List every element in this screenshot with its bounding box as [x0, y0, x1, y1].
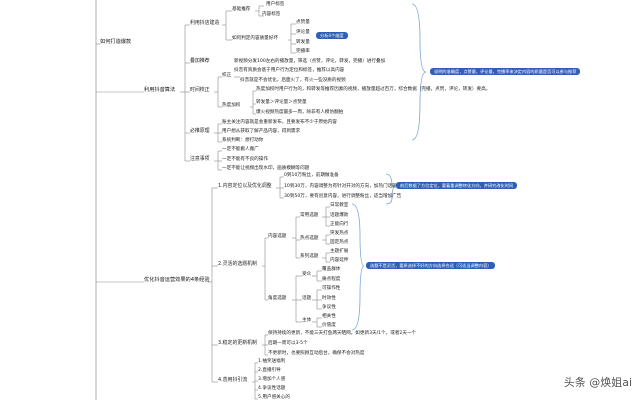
connector-line	[351, 203, 365, 331]
node-hot-2: 固定热点	[330, 240, 349, 245]
node-topic-angle: 话题	[302, 296, 312, 301]
node-root-bestseller: 如何打造爆款	[100, 39, 132, 45]
node-section-3-a: 保持持续的更新，不能三天打鱼两天晒网。如更新3天/1个，或者2天一个	[268, 331, 417, 336]
node-audience-2: 痛点程度	[322, 277, 341, 282]
node-quality-judgement: 如何判定内容质量好坏	[232, 36, 278, 41]
watermark: 头条 @焕姐ai	[563, 376, 632, 389]
node-section-4-1: 1.抽奖送福利	[258, 359, 286, 364]
node-section-2: 2.灵活的选题机制	[218, 261, 257, 267]
node-notice-1: 一定不能搬人搬广	[222, 147, 259, 152]
node-audience: 受众	[302, 272, 312, 277]
node-section-1-a: 0到10万粉丝，前期做准备	[284, 173, 339, 178]
node-root-algorithm: 利用抖音算法	[144, 87, 176, 93]
node-topic-3: 争议性	[322, 305, 336, 310]
node-common-topic: 常用选题	[300, 213, 319, 218]
node-principle-1: 账主关注内容就是会重新发布，且要发布不少于原始内容	[222, 120, 337, 125]
node-heat-duration: 爆火视频热度最多一周，除非有人模仿翻拍	[256, 110, 344, 115]
node-correction-desc: 抖音就是不会优化，后面火了，有火一些没质的视频	[240, 78, 346, 83]
node-principle-3: 系统判断：想打动你	[222, 138, 264, 143]
node-principle-2: 用户想从获取了解产品内容，得到需求	[222, 129, 301, 134]
node-forward-count: 转发量	[296, 40, 310, 45]
node-like-count: 点赞量	[296, 20, 310, 25]
node-series-topic: 系列选题	[300, 254, 319, 259]
note-four-dimensions: 分析4个维度	[316, 32, 348, 39]
node-stack-desc-2: 抖音有资质会基于用户行为定位和标签，推荐以高内容	[234, 68, 345, 73]
node-topic-2: 时效性	[322, 296, 336, 301]
node-section-4-5: 5.用户感关心的	[258, 395, 290, 400]
connector-line	[385, 173, 397, 205]
node-heat-desc: 热度加权时用户行为的，和转发等推荐因素的视频，播放量超过百万，综合数据（完播，点…	[256, 87, 491, 92]
node-heat-order: 转发量＞评论量＞点赞量	[256, 100, 307, 105]
note-positioning: 前后数据了方位定位，要着重调整转化方向，并研究改化时间	[396, 182, 518, 189]
node-use-shop: 利用抖店建造	[190, 20, 220, 26]
node-heat-weight: 热度加权	[222, 103, 241, 108]
node-series-2: 内容延伸	[330, 258, 349, 263]
node-section-4-4: 4.争议性话题	[258, 386, 286, 391]
node-notice: 注意事项	[190, 156, 210, 162]
node-content-topic: 内容选题	[268, 234, 287, 239]
node-section-1-b: 10到30万，内容调整为有针对开对的方向，加热门话题	[284, 184, 397, 189]
connector-line	[411, 3, 427, 141]
node-subject-2: 价值度	[322, 323, 336, 328]
node-root-operations: 优化抖音运营效果的4条经验	[144, 277, 210, 283]
node-common-1: 日常教室	[330, 203, 349, 208]
node-notice-2: 一定不能有不良的操作	[222, 157, 268, 162]
node-section-3-b: 后期一周可以3-5个	[268, 341, 308, 346]
node-time-correction: 时间校正	[190, 87, 210, 93]
node-section-4-3: 3.增加个人感	[258, 377, 286, 382]
node-section-1-c: 30到50万，要有创意内容，进行调整粉丝，适当增加广告	[284, 194, 402, 199]
node-common-2: 话题爆款	[330, 213, 349, 218]
node-correction: 校正	[222, 73, 232, 78]
node-subject-1: 相关性	[322, 314, 336, 319]
node-hot-topic: 热点选题	[300, 236, 319, 241]
node-section-3-c: 不更新时，也要照顾互动后台，确保不会对热度	[268, 351, 365, 356]
node-section-3: 3.稳定的更新机制	[218, 340, 257, 346]
node-basic-recommend: 基础推荐	[232, 7, 251, 12]
node-stack-recommend: 叠加推荐	[190, 58, 210, 64]
node-common-3: 正能向行	[330, 222, 349, 227]
node-content-tag: 内容标签	[262, 12, 281, 17]
node-section-4: 4.善用抖引流	[218, 377, 248, 383]
node-notice-3: 一定不能让视频出现水印，画质模糊等问题	[222, 166, 310, 171]
node-angle-topic: 角度选题	[268, 296, 287, 301]
note-algorithm: 说明的准确度，点赞量，评论量，完播率来决定内容的质量是否可以参与推荐	[430, 68, 581, 75]
node-topic-1: 可操作性	[322, 286, 341, 291]
node-audience-1: 覆盖群体	[322, 267, 341, 272]
node-section-1: 1.内容定位以及优化调整	[218, 183, 272, 189]
node-complete-rate: 完播率	[296, 49, 310, 54]
node-push-principle: 必推原理	[190, 128, 210, 134]
node-section-4-2: 2.直播引导	[258, 368, 281, 373]
note-topic-mechanism: 选题不是灵活，要原选择不好的方向选择合适（可适当调整内容）	[366, 262, 496, 269]
node-stack-desc: 新视频分发100左右的播放量，筛选（点赞，评论，转发，完播）进行叠加	[234, 59, 386, 64]
node-comment-count: 评论量	[296, 30, 310, 35]
node-series-1: 主题扩展	[330, 249, 349, 254]
node-hot-1: 突发热点	[330, 231, 349, 236]
node-user-tag: 用户标签	[266, 2, 285, 7]
node-subject: 主体	[302, 318, 312, 323]
